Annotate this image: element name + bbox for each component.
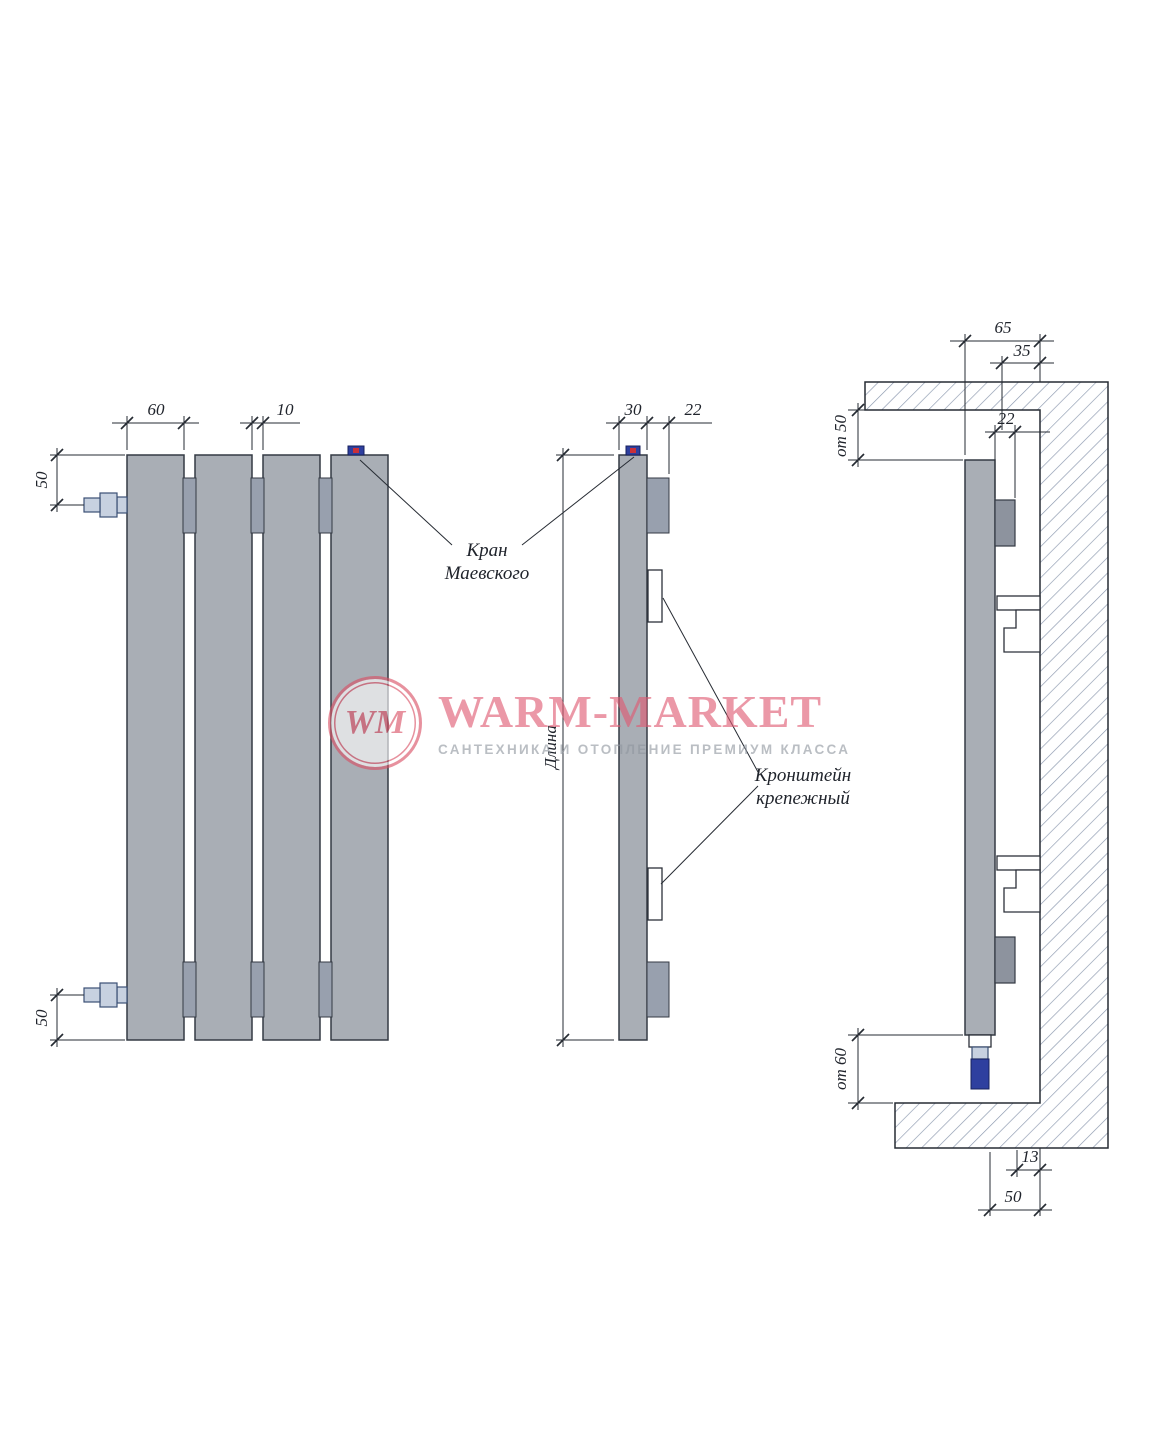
dim-text-50-bottom: 50 [32,1009,51,1027]
mounting-bracket-upper [647,569,663,623]
dim-text-22-section: 22 [998,409,1016,428]
dim-text-50-section: 50 [1005,1187,1023,1206]
dim-front-top-offset: 50 [32,448,125,512]
collector-section-bottom [994,936,1016,984]
dim-text-10: 10 [277,400,295,419]
collector-section-top [994,499,1016,547]
mounting-bracket-lower [647,867,663,921]
wall-bracket-upper [996,595,1041,653]
dim-front-bottom-offset: 50 [32,988,125,1047]
callout-bracket-line2: крепежный [756,788,850,809]
collector-connector [250,477,265,534]
dim-front-width: 60 [112,400,199,450]
radiator-panel [126,454,185,1041]
dim-text-13: 13 [1022,1147,1039,1166]
collector-connector [250,961,265,1018]
collector-side-bottom [646,961,670,1018]
wall-bracket-lower [996,855,1041,913]
callout-air-valve: Кран Маевского [359,456,635,584]
dim-section-offset: 35 [990,341,1054,430]
dim-text-35: 35 [1013,341,1031,360]
dim-text-ot50: от 50 [831,414,850,457]
dim-section-depth: 50 [978,1152,1052,1217]
dim-section-total: 65 [950,318,1054,455]
callout-air-valve-line1: Кран [465,540,507,561]
collector-connector [318,961,333,1018]
collector-connector [318,477,333,534]
dim-section-bracket: 22 [985,409,1050,498]
inlet-pipe-top [83,492,128,518]
air-valve-front [347,445,365,456]
front-view: 60 10 50 50 [32,400,389,1047]
dim-text-ot60: от 60 [831,1047,850,1090]
dim-text-65: 65 [995,318,1012,337]
dim-text-30: 30 [624,400,643,419]
dim-section-bottom-clearance: от 60 [831,1028,963,1110]
dim-section-top-clearance: от 50 [831,403,963,467]
callout-bracket: Кронштейн крепежный [660,597,851,885]
dim-side-length: Длина [541,448,614,1047]
wall-hatched [864,381,1109,1149]
callout-air-valve-line2: Маевского [444,563,530,584]
outlet-pipe-bottom [83,982,128,1008]
radiator-panel [330,454,389,1041]
section-view: 65 35 22 от 50 [831,318,1109,1217]
dim-front-gap: 10 [240,400,300,450]
radiator-panel [262,454,321,1041]
dim-section-wall-gap: 13 [1006,1147,1052,1216]
dim-text-50-top: 50 [32,471,51,489]
air-valve-side [625,445,641,456]
collector-connector [182,961,197,1018]
radiator-section-profile [964,459,996,1036]
collector-connector [182,477,197,534]
radiator-side-profile [618,454,648,1041]
dim-text-length: Длина [541,725,560,771]
dim-text-22-side: 22 [685,400,703,419]
dim-text-60: 60 [148,400,166,419]
collector-side-top [646,477,670,534]
radiator-panel [194,454,253,1041]
drain-valve-bottom [968,1034,992,1090]
dim-side-depth: 30 22 [606,400,712,474]
callout-bracket-line1: Кронштейн [754,765,851,786]
side-view: 30 22 Длина [541,400,712,1047]
